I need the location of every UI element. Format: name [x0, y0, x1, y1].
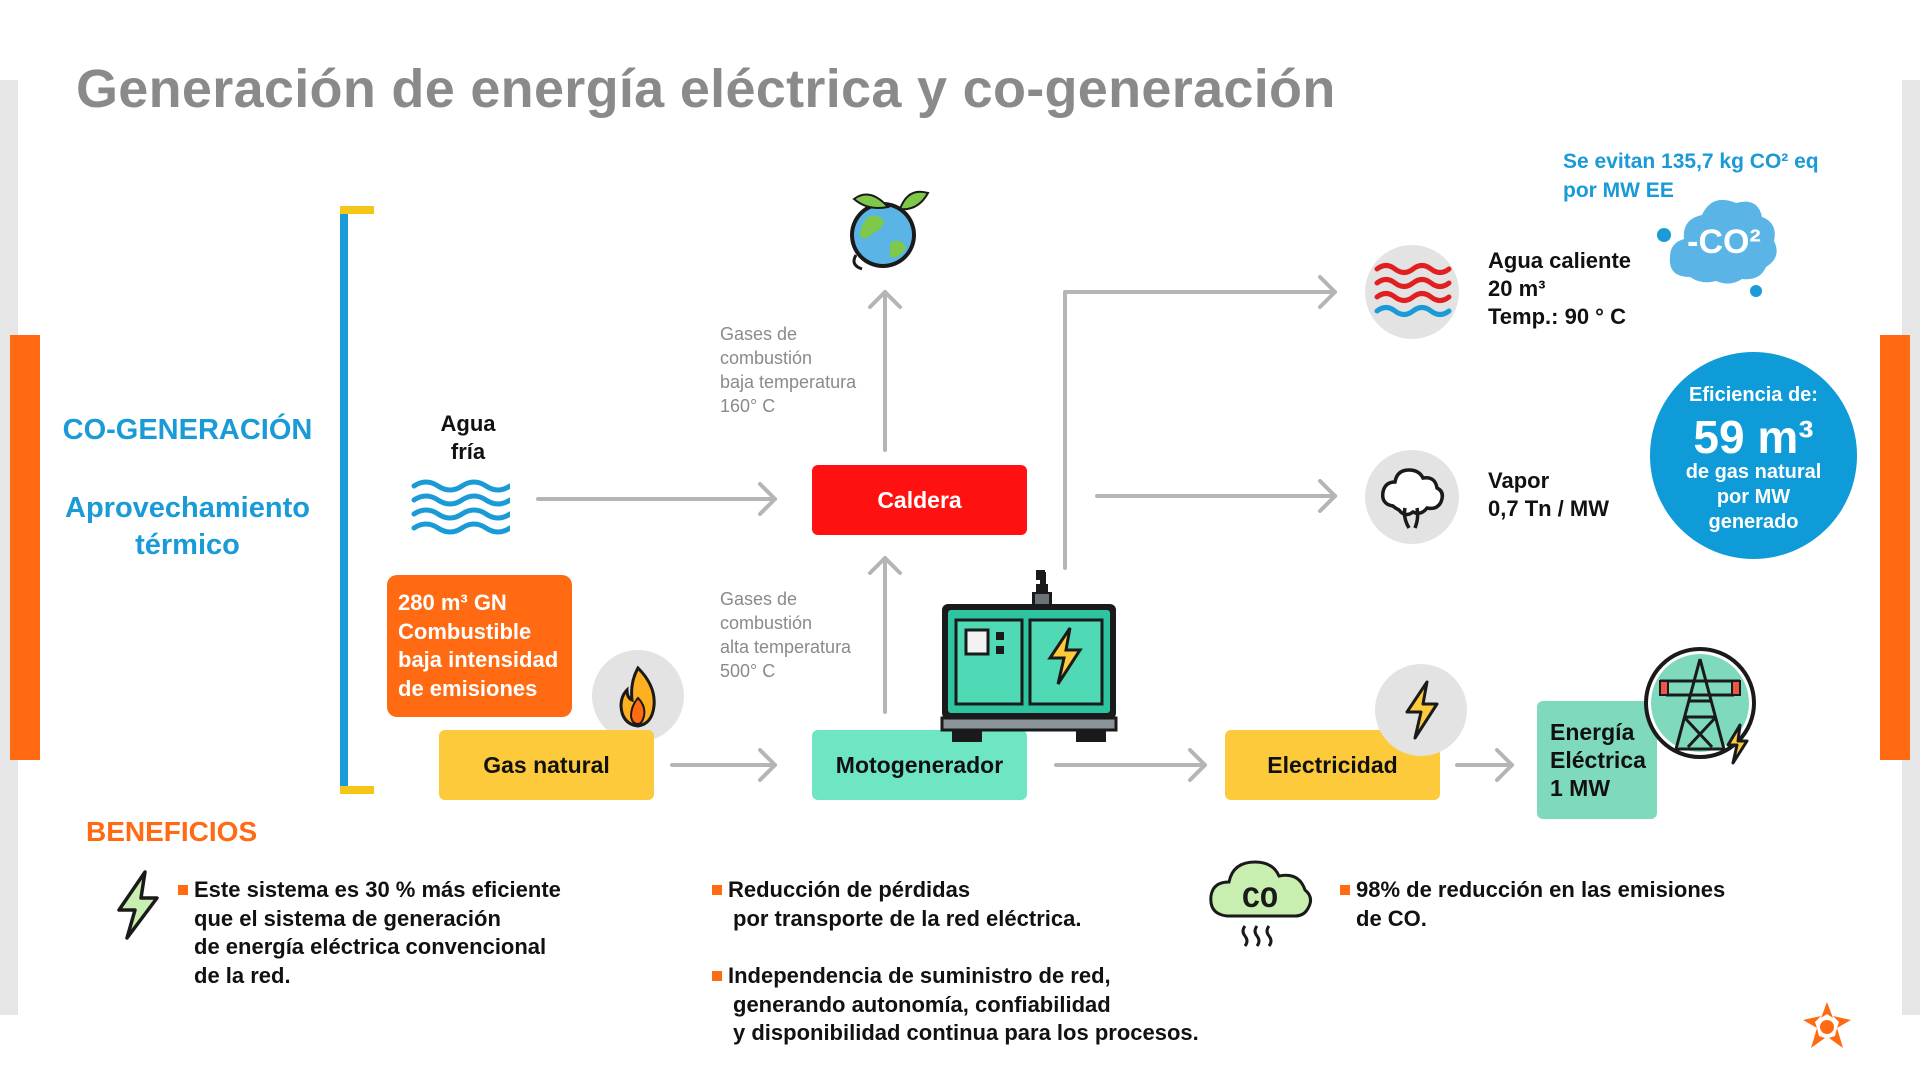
steam-cloud-icon: [1380, 468, 1445, 529]
efficiency-value: 59 m³: [1693, 411, 1814, 463]
left-frame: [0, 80, 18, 1015]
benefit-lightning-icon: [115, 868, 163, 947]
cogeneracion-label: CO-GENERACIÓN: [62, 414, 313, 446]
vapor-label: Vapor 0,7 Tn / MW: [1488, 468, 1609, 521]
caldera-box: Caldera: [812, 465, 1027, 535]
bullet-square: [712, 885, 722, 895]
energia-electrica-box: Energía Eléctrica 1 MW: [1537, 701, 1657, 819]
bullet-square: [178, 885, 188, 895]
aprovechamiento-label: Aprovechamiento térmico: [65, 492, 310, 561]
right-frame: [1902, 80, 1920, 1015]
co-cloud-icon: CO: [1205, 852, 1315, 957]
agua-fria-label: Agua fría: [440, 411, 496, 464]
bracket-line: [340, 210, 348, 790]
bullet-square: [712, 971, 722, 981]
efficiency-circle: Eficiencia de: 59 m³ de gas natural por …: [1650, 352, 1857, 559]
efficiency-desc: de gas natural por MW generado: [1685, 461, 1822, 533]
gn-fuel-box: 280 m³ GN Combustible baja intensidad de…: [387, 575, 572, 717]
bullet-square: [1340, 885, 1350, 895]
co2-cloud-label: -CO²: [1687, 223, 1761, 261]
benefits-heading: BENEFICIOS: [86, 816, 258, 847]
vapor-circle: [1365, 450, 1459, 544]
bracket-top-cap: [340, 206, 374, 214]
flame-circle: [592, 650, 684, 742]
gases-low-temp-label: Gases de combustión baja temperatura 160…: [720, 324, 857, 416]
benefit-item-emissions: 98% de reducción en las emisiones de CO.: [1340, 876, 1725, 933]
earth-leaves-icon: [838, 185, 938, 280]
hot-water-waves-icon: [1374, 263, 1452, 317]
generator-icon: [940, 570, 1118, 750]
left-accent-bar: [10, 335, 40, 760]
benefit-item-independence: Independencia de suministro de red, gene…: [712, 962, 1199, 1048]
hot-water-circle: [1365, 245, 1459, 339]
benefit-item-efficiency: Este sistema es 30 % más eficiente que e…: [178, 876, 561, 990]
agua-caliente-label: Agua caliente 20 m³ Temp.: 90 ° C: [1488, 248, 1632, 329]
benefit-item-losses: Reducción de pérdidas por transporte de …: [712, 876, 1081, 933]
co2-cloud-icon: -CO²: [1650, 185, 1790, 305]
bracket-bottom-cap: [340, 786, 374, 794]
gas-natural-box: Gas natural: [439, 730, 654, 800]
efficiency-title: Eficiencia de:: [1689, 384, 1818, 406]
power-tower-icon: [1642, 647, 1762, 782]
gases-high-temp-label: Gases de combustión alta temperatura 500…: [720, 589, 852, 681]
lightning-circle: [1375, 664, 1467, 756]
flame-icon: [619, 665, 656, 728]
right-accent-bar: [1880, 335, 1910, 760]
co2-avoided-text: Se evitan 135,7 kg CO² eq por MW EE: [1563, 150, 1819, 202]
page-title: Generación de energía eléctrica y co-gen…: [76, 59, 1336, 119]
lightning-icon: [1405, 680, 1439, 740]
motogenerador-box: Motogenerador: [812, 730, 1027, 800]
water-waves-icon: [410, 478, 513, 545]
brand-logo-icon: [1801, 1000, 1853, 1057]
co-cloud-label: CO: [1242, 883, 1278, 917]
